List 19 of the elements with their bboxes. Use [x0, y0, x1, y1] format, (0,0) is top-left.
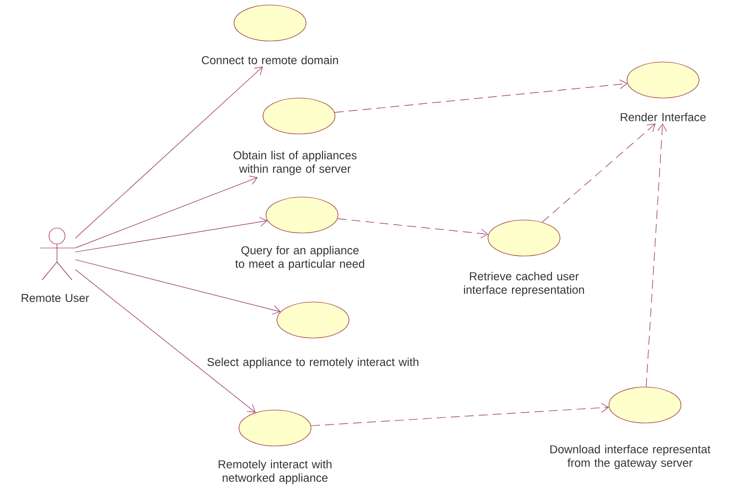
arrow [75, 176, 258, 248]
arrow [75, 269, 256, 413]
arrow [337, 218, 488, 238]
use-case-label: Query for an appliance to meet a particular need [235, 246, 364, 270]
arrow [646, 124, 667, 387]
arrow [75, 66, 263, 239]
arrow [542, 124, 656, 222]
arrow [75, 217, 268, 252]
arrow [310, 402, 609, 426]
use-case-label: Retrieve cached user interface representation [464, 272, 584, 296]
use-case-label: Download interface representat from the gateway server [550, 444, 710, 470]
arrow [75, 259, 281, 315]
actor-label: Remote User [22, 294, 89, 302]
use-case-label: Connect to remote domain [202, 56, 338, 64]
use-case-label: Obtain list of appliances within range of server [234, 150, 357, 176]
use-case-label: Render Interface [620, 112, 706, 122]
arrow [334, 79, 628, 113]
use-case-label: Remotely interact with networked appliance [218, 460, 332, 484]
use-case-label: Select appliance to remotely interact with [207, 358, 418, 368]
